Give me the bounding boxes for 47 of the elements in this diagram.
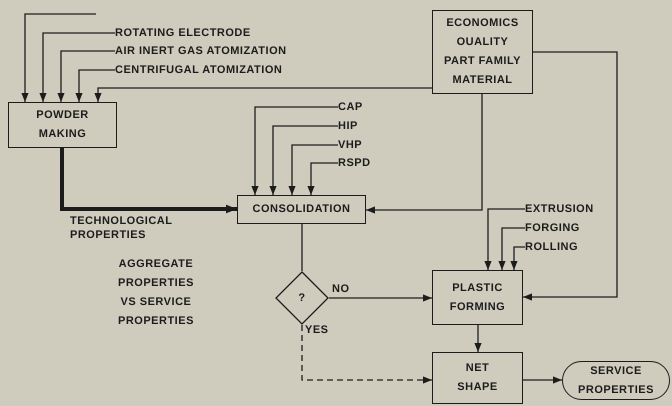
box-text: SERVICE PROPERTIES xyxy=(578,364,654,398)
process-box xyxy=(432,10,533,94)
process-box xyxy=(237,195,366,224)
arrow xyxy=(366,94,483,214)
note-text: AGGREGATE PROPERTIES VS SERVICE PROPERTIES xyxy=(118,257,194,329)
arrow xyxy=(498,227,525,270)
arrow xyxy=(39,32,115,102)
process-label: CAP xyxy=(338,99,378,115)
process-label: RSPD xyxy=(338,155,383,171)
process-label: FORGING xyxy=(525,220,600,236)
terminal-pill xyxy=(562,361,670,400)
box-text: PLASTIC FORMING xyxy=(450,280,506,314)
box-text: ECONOMICS xyxy=(445,16,520,31)
arrow xyxy=(60,148,237,214)
process-label: ROTATING ELECTRODE xyxy=(115,25,315,41)
arrow xyxy=(484,208,525,270)
arrow xyxy=(523,51,618,301)
arrow xyxy=(75,69,115,102)
process-box xyxy=(432,352,523,404)
arrow xyxy=(510,246,525,270)
arrow xyxy=(94,87,432,102)
box-text: NET SHAPE xyxy=(457,361,498,395)
arrow xyxy=(251,106,338,195)
arrow xyxy=(307,162,338,195)
box-text: POWDER MAKING xyxy=(36,108,89,142)
process-label: AIR INERT GAS ATOMIZATION xyxy=(115,43,330,59)
box-text: PART FAMILY xyxy=(442,54,522,69)
box-text: CONSOLIDATION xyxy=(252,202,350,217)
arrow xyxy=(57,50,115,102)
arrow xyxy=(269,125,338,195)
process-label: CENTRIFUGAL ATOMIZATION xyxy=(115,62,320,78)
process-box xyxy=(8,102,117,148)
arrow xyxy=(474,325,482,352)
box-text: OUALITY xyxy=(456,35,510,50)
process-label: ROLLING xyxy=(525,239,600,255)
arrow xyxy=(523,376,562,384)
arrow xyxy=(329,294,432,302)
dashed-arrow xyxy=(301,325,432,384)
process-box xyxy=(432,270,523,325)
process-label: EXTRUSION xyxy=(525,201,610,217)
decision-text: ? xyxy=(298,290,306,306)
process-label: HIP xyxy=(338,118,378,134)
arrow xyxy=(288,144,338,195)
box-text: MATERIAL xyxy=(451,73,514,88)
process-label: VHP xyxy=(338,137,378,153)
decision-diamond xyxy=(275,271,329,325)
arrow xyxy=(21,13,96,102)
